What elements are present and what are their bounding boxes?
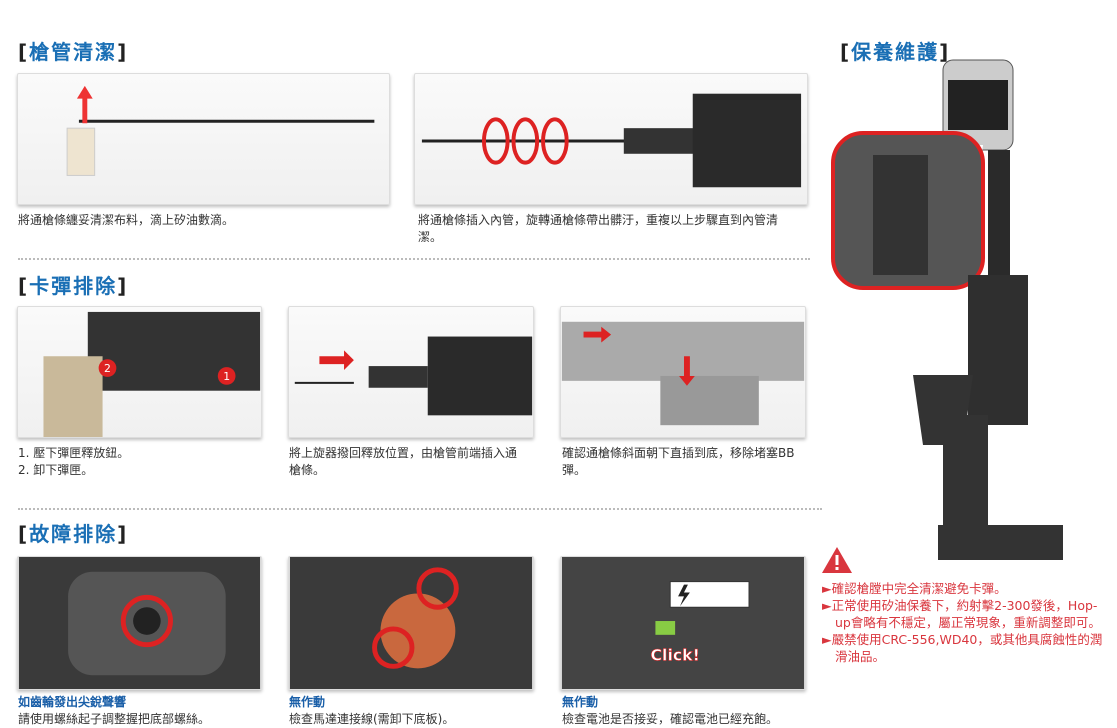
- caption: 將上旋器撥回釋放位置，由槍管前端插入通槍條。: [289, 446, 518, 477]
- trouble-item: 如齒輪發出尖銳聲響請使用螺絲起子調整握把底部螺絲。: [18, 694, 268, 728]
- trouble-heading: 無作動: [562, 695, 599, 709]
- step-2: 2. 卸下彈匣。: [18, 463, 94, 477]
- marker-2: 2: [104, 362, 111, 375]
- trouble-item: 無作動檢查電池是否接妥，確認電池已經充飽。: [562, 694, 822, 728]
- title-text: 槍管清潔: [29, 40, 118, 64]
- trouble-text: 請使用螺絲起子調整握把底部螺絲。: [18, 712, 211, 726]
- title-text: 卡彈排除: [29, 274, 118, 298]
- motor-wire-image: [288, 556, 534, 690]
- trouble-heading: 如齒輪發出尖銳聲響: [18, 695, 127, 709]
- cleaning-rod-image: [17, 73, 390, 205]
- warning-item: ►確認槍膛中完全清潔避免卡彈。: [822, 581, 1007, 596]
- warning-item: ►正常使用矽油保養下，約射擊2-300發後，Hop-up會略有不穩定，屬正常現象…: [822, 598, 1101, 630]
- bb-removal-image: [560, 306, 806, 438]
- section-title-barrel: [槍管清潔]: [18, 40, 129, 64]
- section-title-jam: [卡彈排除]: [18, 274, 129, 298]
- caption: 確認通槍條斜面朝下直插到底，移除堵塞BB彈。: [562, 446, 795, 477]
- battery-connection-image: Click!: [560, 556, 806, 690]
- title-text: 保養維護: [851, 40, 940, 64]
- caption: 1. 壓下彈匣釋放鈕。 2. 卸下彈匣。: [18, 445, 258, 479]
- hopup-rod-image: [288, 306, 534, 438]
- section-title-maintenance: [保養維護]: [840, 40, 951, 64]
- section-title-trouble: [故障排除]: [18, 522, 129, 546]
- rifle-oil-image: [828, 55, 1113, 567]
- title-text: 故障排除: [29, 522, 118, 546]
- click-label: Click!: [650, 645, 699, 664]
- grip-screw-image: [17, 556, 262, 690]
- warning-list: ►確認槍膛中完全清潔避免卡彈。 ►正常使用矽油保養下，約射擊2-300發後，Ho…: [822, 580, 1112, 665]
- trouble-heading: 無作動: [289, 695, 326, 709]
- step-1: 1. 壓下彈匣釋放鈕。: [18, 446, 130, 460]
- rod-insertion-image: [414, 73, 808, 205]
- warning-triangle-icon: [820, 545, 854, 579]
- divider: [18, 508, 822, 510]
- caption: 將通槍條插入內管，旋轉通槍條帶出髒汙，重複以上步驟直到內管清潔。: [418, 213, 779, 244]
- trouble-item: 無作動檢查馬達連接線(需卸下底板)。: [289, 694, 539, 728]
- caption: 將通槍條纏妥清潔布料，滴上矽油數滴。: [18, 213, 235, 227]
- trouble-text: 檢查電池是否接妥，確認電池已經充飽。: [562, 712, 779, 726]
- warning-item: ►嚴禁使用CRC-556,WD40，或其他具腐蝕性的潤滑油品。: [822, 632, 1103, 664]
- trouble-text: 檢查馬達連接線(需卸下底板)。: [289, 712, 455, 726]
- divider: [18, 258, 810, 260]
- marker-1: 1: [223, 370, 230, 383]
